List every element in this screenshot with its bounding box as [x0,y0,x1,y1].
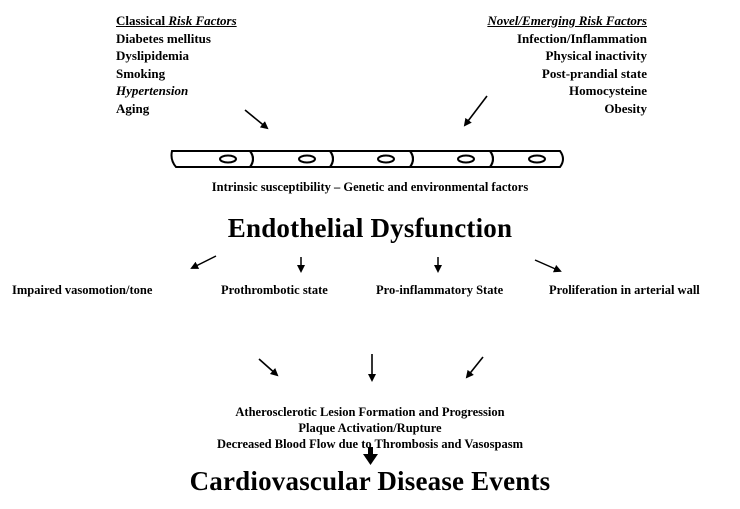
mechanism-proinflammatory-state: Pro-inflammatory State [376,283,503,298]
outcomes-block: Atherosclerotic Lesion Formation and Pro… [0,404,740,452]
cardiovascular-events-title: Cardiovascular Disease Events [0,466,740,497]
arrow-left-to-outcomes [259,359,277,375]
outcome-decreased-blood-flow: Decreased Blood Flow due to Thrombosis a… [0,436,740,452]
endothelial-cell-5 [490,151,563,167]
endothelial-dysfunction-title: Endothelial Dysfunction [0,213,740,244]
endothelial-cell-4 [410,151,493,167]
mechanism-proliferation: Proliferation in arterial wall [549,283,700,298]
arrow-right-to-outcomes [467,357,483,377]
cell-nucleus-5 [529,156,545,163]
endothelial-cell-row [172,151,564,167]
outcome-plaque-rupture: Plaque Activation/Rupture [0,420,740,436]
arrow-to-proliferation [535,260,560,271]
cell-nucleus-4 [458,156,474,163]
arrow-classical-to-endothelium [245,110,267,128]
susceptibility-note: Intrinsic susceptibility – Genetic and e… [0,180,740,195]
cell-nucleus-1 [220,156,236,163]
mechanism-impaired-vasomotion: Impaired vasomotion/tone [12,283,152,298]
endothelial-cell-2 [250,151,333,167]
arrow-novel-to-endothelium [465,96,487,125]
cell-nucleus-2 [299,156,315,163]
endothelial-cell-1 [172,151,254,167]
outcome-lesion-formation: Atherosclerotic Lesion Formation and Pro… [0,404,740,420]
mechanism-prothrombotic-state: Prothrombotic state [221,283,328,298]
cell-nucleus-3 [378,156,394,163]
arrow-to-impaired-vasomotion [192,256,216,268]
endothelial-cell-3 [330,151,413,167]
